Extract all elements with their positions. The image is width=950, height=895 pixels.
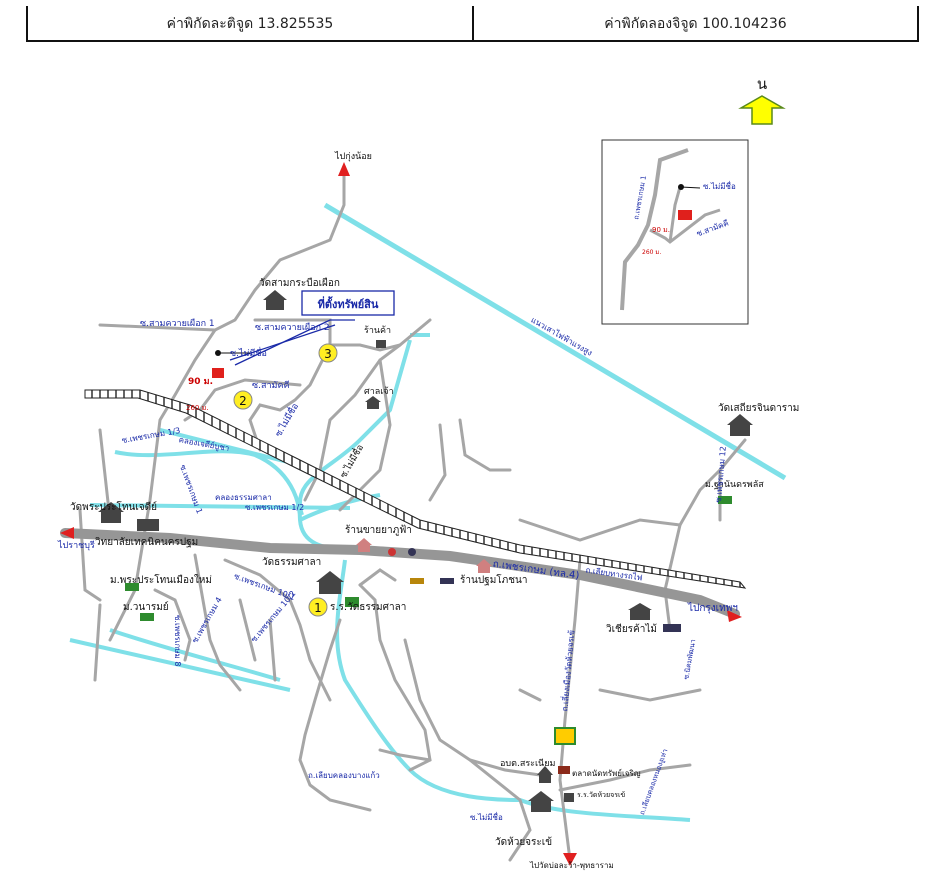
label-ban-phuta: ร้านขายยาภูฟ้า (345, 524, 412, 536)
label-shop: ร้านค้า (364, 325, 391, 336)
label-soi-sam-khwai-1: ซ.สามควายเผือก 1 (140, 318, 215, 329)
canal-network (69, 202, 787, 822)
property-plot-icon (212, 368, 224, 378)
label-college: วิทยาลัยเทคนิคนครปฐม (95, 537, 199, 548)
label-moo-wanarom: ม.วนารมย์ (123, 601, 169, 613)
coordinates-bar: ค่าพิกัดละติจูด 13.825535 ค่าพิกัดลองจิจ… (26, 6, 919, 42)
inset-main-road (620, 148, 689, 311)
market-icon (558, 766, 570, 774)
label-wat-thammasala: วัดธรรมศาลา (262, 557, 321, 568)
railway-line (84, 389, 747, 589)
label-school-huai: ร.ร.วัดห้วยจรเข้ (577, 791, 625, 799)
school-icon (345, 597, 359, 607)
inset-soi-2 (668, 186, 682, 243)
temple-icon (316, 571, 344, 594)
car-dealer-icon (410, 578, 454, 584)
label-high-voltage: แนวเสาไฟฟ้าแรงสูง (529, 315, 594, 358)
label-to-bangkok: ไปกรุงเทพฯ (687, 602, 738, 614)
label-wat-sathian: วัดเสถียรจินดาราม (718, 402, 799, 414)
label-ban-pathom: ร้านปฐมโภชนา (460, 573, 527, 586)
temple-icon (263, 290, 287, 310)
label-to-south: ไปวัดบ่อละว้า-พุทธาราม (529, 861, 614, 870)
label-dim-260: 260 ม. (186, 404, 208, 412)
shrine-icon (365, 396, 381, 409)
longitude-label: ค่าพิกัดลองจิจูด 100.104236 (604, 16, 787, 32)
label-dim-90: 90 ม. (188, 377, 213, 387)
label-phetkasem-4: ซ.เพชรเกษม 4 (190, 596, 224, 645)
label-to-nakhon-pathom: ไปราชบุรี (57, 540, 95, 551)
label-wat-huai: วัดห้วยจระเข้ (495, 836, 552, 848)
north-label: น (757, 75, 767, 93)
label-soi-sam-makkhi: ซ.สามัคคี (252, 380, 290, 391)
arrow-west-icon (60, 527, 74, 539)
bank-icon (628, 603, 652, 620)
amphoe-icon (537, 766, 553, 783)
inset-map: ซ.ไม่มีชื่อ ซ.สามัคคี 90 ม. 260 ม. ถ.เพช… (601, 139, 749, 325)
label-road-soi-right: ซ.นิคมพัฒนา (682, 639, 697, 681)
label-amphoe: อบต.สระเนียม (500, 758, 555, 769)
label-phetkasem-10-2: ซ.เพชรเกษม 10/2 (249, 589, 297, 644)
car-dealer-icon (663, 624, 681, 632)
inset-label-soi: ซ.ไม่มีชื่อ (703, 180, 736, 191)
marker-2-icon (233, 390, 253, 410)
arrow-east-icon (727, 610, 742, 622)
label-school-thammasala: ร.ร.วัดธรรมศาลา (330, 602, 406, 613)
car-dealer-icon (388, 548, 416, 556)
marker-1-label: 1 (314, 601, 322, 615)
label-wisut-wood: วิเชียรค้าไม้ (606, 623, 657, 635)
label-wat-phra-prathon: วัดพระประโทนเจดีย์ (70, 500, 157, 513)
north-arrow-icon (738, 95, 786, 125)
label-canal-2: คลองธรรมศาลา (215, 493, 272, 502)
direction-arrows (60, 162, 742, 866)
marker-3-icon (318, 343, 338, 363)
marker-3-label: 3 (324, 347, 332, 361)
temple-icon (98, 502, 124, 523)
property-pointer-2 (229, 324, 336, 361)
property-callout-label: ที่ตั้งทรัพย์สิน (318, 296, 379, 311)
label-moo-ban-fasai: ม.ฐานันดรพลัส (705, 480, 764, 490)
inset-frame (601, 139, 749, 325)
housing-icon (125, 496, 732, 621)
label-shrine: ศาลเจ้า (364, 386, 394, 397)
label-phetkasem-1-2: ซ.เพชรเกษม 1/2 (245, 503, 304, 512)
label-soi-mai-si-ue-4: ซ.ไม่มีชื่อ (470, 811, 503, 822)
pharmacy-icon (356, 538, 372, 552)
school-icon (564, 793, 574, 802)
college-icon (137, 519, 159, 531)
restaurant-icon (476, 559, 492, 573)
label-phetkasem-8: ซ.เพชรเกษม 8 (173, 615, 182, 666)
inset-label-dim-90: 90 ม. (652, 226, 670, 234)
arrow-south-icon (563, 853, 577, 866)
property-callout (301, 290, 395, 316)
landmark-icons (98, 290, 753, 812)
marker-2-label: 2 (239, 394, 247, 408)
inset-plot-icon (678, 210, 692, 220)
arrow-north-icon (338, 162, 350, 176)
temple-icon (727, 414, 753, 436)
property-pointer (234, 319, 355, 366)
label-soi-mai-si-ue: ซ.ไม่มีชื่อ (230, 346, 267, 359)
store-icon (554, 727, 576, 745)
label-phetkasem-12: ซ.เพชรเกษม 12 (714, 446, 728, 503)
shop-icon (376, 340, 386, 348)
label-phetkasem-1-3: ซ.เพชรเกษม 1/3 (121, 426, 181, 445)
label-moo-prathon: ม.พระประโทนเมืองใหม่ (110, 573, 212, 586)
label-road-huai: ถ.เลี่ยงเมืองวัดห้วยจรเข้ (558, 629, 576, 711)
marker-1-icon (308, 597, 328, 617)
label-wat-sam-krabue: วัดสามกระบือเผือก (259, 277, 340, 289)
inset-label-dim-260: 260 ม. (642, 249, 661, 256)
label-market: ตลาดนัดทรัพย์เจริญ (572, 768, 641, 778)
label-to-north: ไปกุ่งน้อย (334, 151, 372, 162)
map-markers (233, 343, 338, 617)
highway-link (359, 547, 451, 560)
temple-icon (528, 791, 554, 812)
label-road-kamphaeng: ถ.เลียบคลองบางแก้ว (308, 771, 380, 780)
label-road-khlong: ถ.เลียบคลองหนองงูเห่า (638, 748, 669, 816)
latitude-label: ค่าพิกัดละติจูด 13.825535 (166, 16, 334, 32)
inset-dot-line (680, 186, 701, 189)
label-soi-sam-khwai-2: ซ.สามควายเผือก 2 (255, 322, 330, 333)
